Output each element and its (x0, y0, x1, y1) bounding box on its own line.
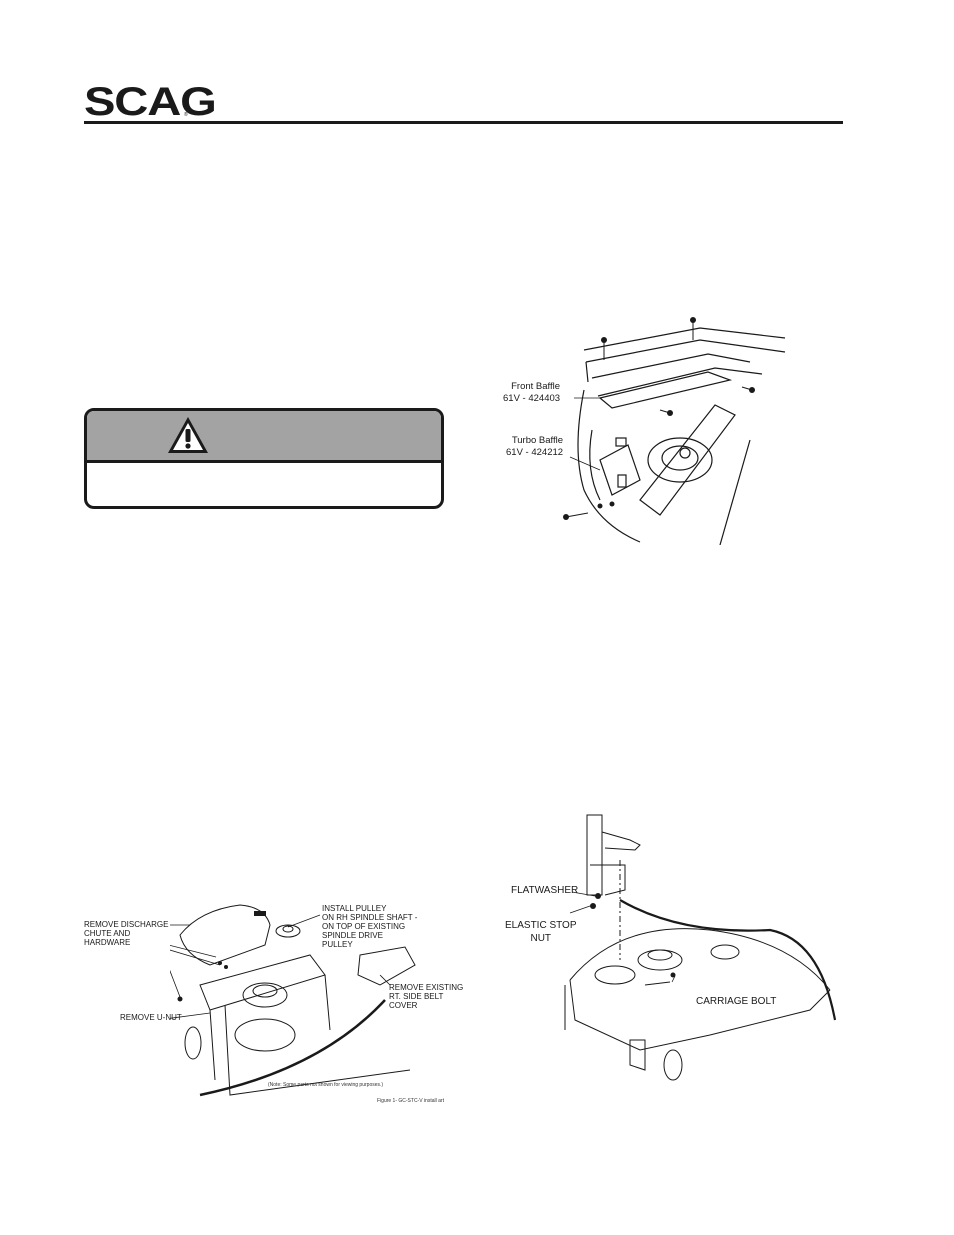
flatwasher-label: FLATWASHER (511, 885, 579, 896)
turbo-baffle-label: Turbo Baffle 61V - 424212 (506, 435, 564, 458)
install-figure (170, 895, 470, 1105)
warning-box (84, 408, 444, 509)
remove-unut-label: REMOVE U-NUT (120, 1013, 182, 1022)
baffle-figure (500, 310, 790, 545)
front-baffle-label: Front Baffle 61V - 424403 (503, 381, 561, 404)
remove-cover-label: REMOVE EXISTING RT. SIDE BELT COVER (389, 983, 464, 1010)
mount-figure (560, 810, 845, 1085)
scag-logo: SCAG ® (84, 82, 217, 124)
logo-text: SCAG (84, 80, 217, 124)
install-illustration (170, 904, 416, 1097)
baffle-illustration (563, 317, 786, 545)
figure-note: (Note: Some parts not shown for viewing … (268, 1082, 384, 1088)
exclamation-triangle-icon (168, 417, 208, 453)
remove-discharge-label: REMOVE DISCHARGE CHUTE AND HARDWARE (84, 920, 169, 947)
trademark-mark: ® (184, 112, 188, 118)
warning-header (87, 411, 441, 463)
elastic-stop-nut-label: ELASTIC STOP NUT (505, 920, 577, 944)
install-pulley-label: INSTALL PULLEY ON RH SPINDLE SHAFT - ON … (322, 904, 418, 949)
header-rule (84, 121, 843, 124)
mount-illustration (564, 814, 837, 1081)
carriage-bolt-label: CARRIAGE BOLT (696, 996, 777, 1007)
figure-caption: Figure 1- GC-STC-V install art (377, 1098, 444, 1104)
